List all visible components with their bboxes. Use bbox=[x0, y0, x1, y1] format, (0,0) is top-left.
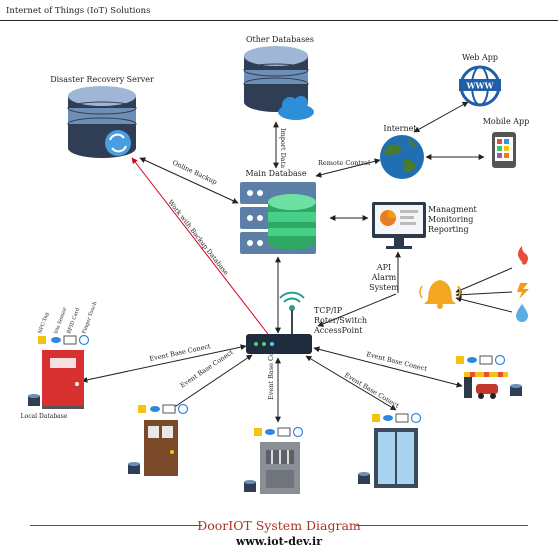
header-title: Internet of Things (IoT) Solutions bbox=[6, 6, 151, 16]
diagram-title: DoorIOT System Diagram bbox=[197, 518, 361, 533]
globe-icon bbox=[380, 135, 424, 179]
fire-icon bbox=[518, 246, 528, 265]
mobile-app-label: Mobile App bbox=[483, 117, 530, 126]
edge-router-door5 bbox=[313, 346, 463, 388]
edge-online-backup bbox=[139, 157, 239, 204]
vault-door-icon bbox=[260, 442, 300, 494]
local-database-label: Local Database bbox=[21, 413, 68, 420]
edge-internet-webapp bbox=[413, 101, 469, 133]
footer-rule-left bbox=[30, 525, 202, 526]
disaster-recovery-label: Disaster Recovery Server bbox=[50, 75, 154, 84]
site-url: www.iot-dev.ir bbox=[235, 535, 323, 548]
edge-remote-control bbox=[315, 158, 381, 178]
wifi-signal-icon bbox=[279, 291, 305, 334]
web-app-label: Web App bbox=[462, 53, 498, 62]
edge-router-door4 bbox=[305, 355, 397, 411]
sensor-strip bbox=[254, 426, 304, 438]
connections bbox=[81, 101, 513, 423]
other-databases-node: Other Databases bbox=[243, 35, 314, 120]
internet-label: Internet bbox=[383, 124, 417, 133]
monitoring-node: Managment Monitoring Reporting bbox=[372, 202, 477, 249]
internet-node: Internet bbox=[380, 124, 424, 179]
lightning-icon bbox=[517, 283, 529, 299]
monitor-icon bbox=[372, 202, 426, 249]
alarm-bell-icon bbox=[419, 280, 461, 309]
alarm-node: API Alarm System bbox=[369, 246, 529, 322]
sensor-strip bbox=[372, 412, 422, 424]
alarm-label-1: API bbox=[376, 263, 391, 272]
label-remote-control: Remote Control bbox=[318, 159, 370, 167]
router-label-3: AccessPoint bbox=[313, 326, 363, 335]
edge-alarm-fire bbox=[455, 267, 513, 293]
barrier-gate-icon bbox=[464, 372, 508, 399]
sensor-strip bbox=[38, 334, 90, 346]
sensor-label-finger: Finger Touch bbox=[81, 300, 98, 334]
edge-router-door1 bbox=[81, 344, 247, 383]
sync-icon bbox=[105, 130, 131, 156]
mobile-app-node: Mobile App bbox=[483, 117, 530, 168]
www-text: WWW bbox=[466, 81, 495, 91]
brown-door-icon bbox=[144, 420, 178, 476]
door-glass-node bbox=[358, 412, 422, 488]
edge-router-alarm bbox=[317, 293, 397, 327]
label-online-backup: Online Backup bbox=[171, 159, 218, 187]
alarm-label-3: System bbox=[369, 283, 399, 292]
cloud-icon bbox=[278, 96, 314, 120]
sensor-strip bbox=[456, 354, 506, 366]
label-work-with-backup: Work with Backup Database bbox=[166, 198, 230, 276]
database-icon bbox=[243, 46, 309, 112]
monitoring-label-2: Monitoring bbox=[428, 215, 473, 224]
router-node: TCP/IP Roter/Switch AccessPoint bbox=[246, 291, 367, 354]
smartphone-icon bbox=[492, 132, 516, 168]
label-import-data: Import Data bbox=[279, 128, 287, 168]
web-app-node: Web App WWW bbox=[459, 53, 501, 107]
database-icon bbox=[358, 472, 370, 484]
label-event-3: Event Base Conect bbox=[267, 337, 275, 400]
header-divider bbox=[0, 20, 558, 21]
water-drop-icon bbox=[516, 304, 528, 322]
sensor-label-nfc: NFC-Tag bbox=[37, 311, 51, 335]
disaster-recovery-node: Disaster Recovery Server bbox=[50, 75, 154, 158]
footer-rule-right bbox=[356, 525, 528, 526]
router-label-1: TCP/IP bbox=[314, 306, 343, 315]
monitoring-label-3: Reporting bbox=[428, 225, 469, 234]
edge-alarm-water bbox=[455, 296, 513, 313]
monitoring-label-1: Managment bbox=[428, 205, 477, 214]
database-icon bbox=[128, 462, 140, 474]
local-database-icon bbox=[28, 394, 40, 406]
red-door-icon bbox=[42, 350, 84, 409]
main-database-label: Main Database bbox=[245, 169, 306, 178]
sensor-label-rfid: RFID Card bbox=[66, 306, 81, 334]
router-device-icon bbox=[246, 334, 312, 354]
edge-work-with-backup bbox=[131, 157, 269, 335]
router-label-2: Roter/Switch bbox=[314, 316, 367, 325]
www-globe-icon: WWW bbox=[459, 65, 501, 107]
sensor-strip bbox=[138, 403, 189, 415]
door-vault-node bbox=[244, 426, 304, 494]
edge-router-door2 bbox=[169, 354, 253, 411]
database-icon bbox=[244, 480, 256, 492]
label-event-4: Event Base Conect bbox=[343, 371, 401, 410]
database-icon bbox=[510, 384, 522, 396]
door-red-node: NFC-Tag Iris Sensor RFID Card Finger Tou… bbox=[21, 300, 99, 420]
glass-door-icon bbox=[374, 428, 418, 488]
other-databases-label: Other Databases bbox=[246, 35, 314, 44]
green-database-icon bbox=[268, 194, 316, 250]
main-database-node: Main Database bbox=[240, 169, 316, 254]
edge-alarm-flash bbox=[455, 291, 513, 298]
alarm-label-2: Alarm bbox=[371, 273, 397, 282]
door-brown-node bbox=[128, 403, 189, 476]
barrier-gate-node bbox=[456, 354, 522, 399]
